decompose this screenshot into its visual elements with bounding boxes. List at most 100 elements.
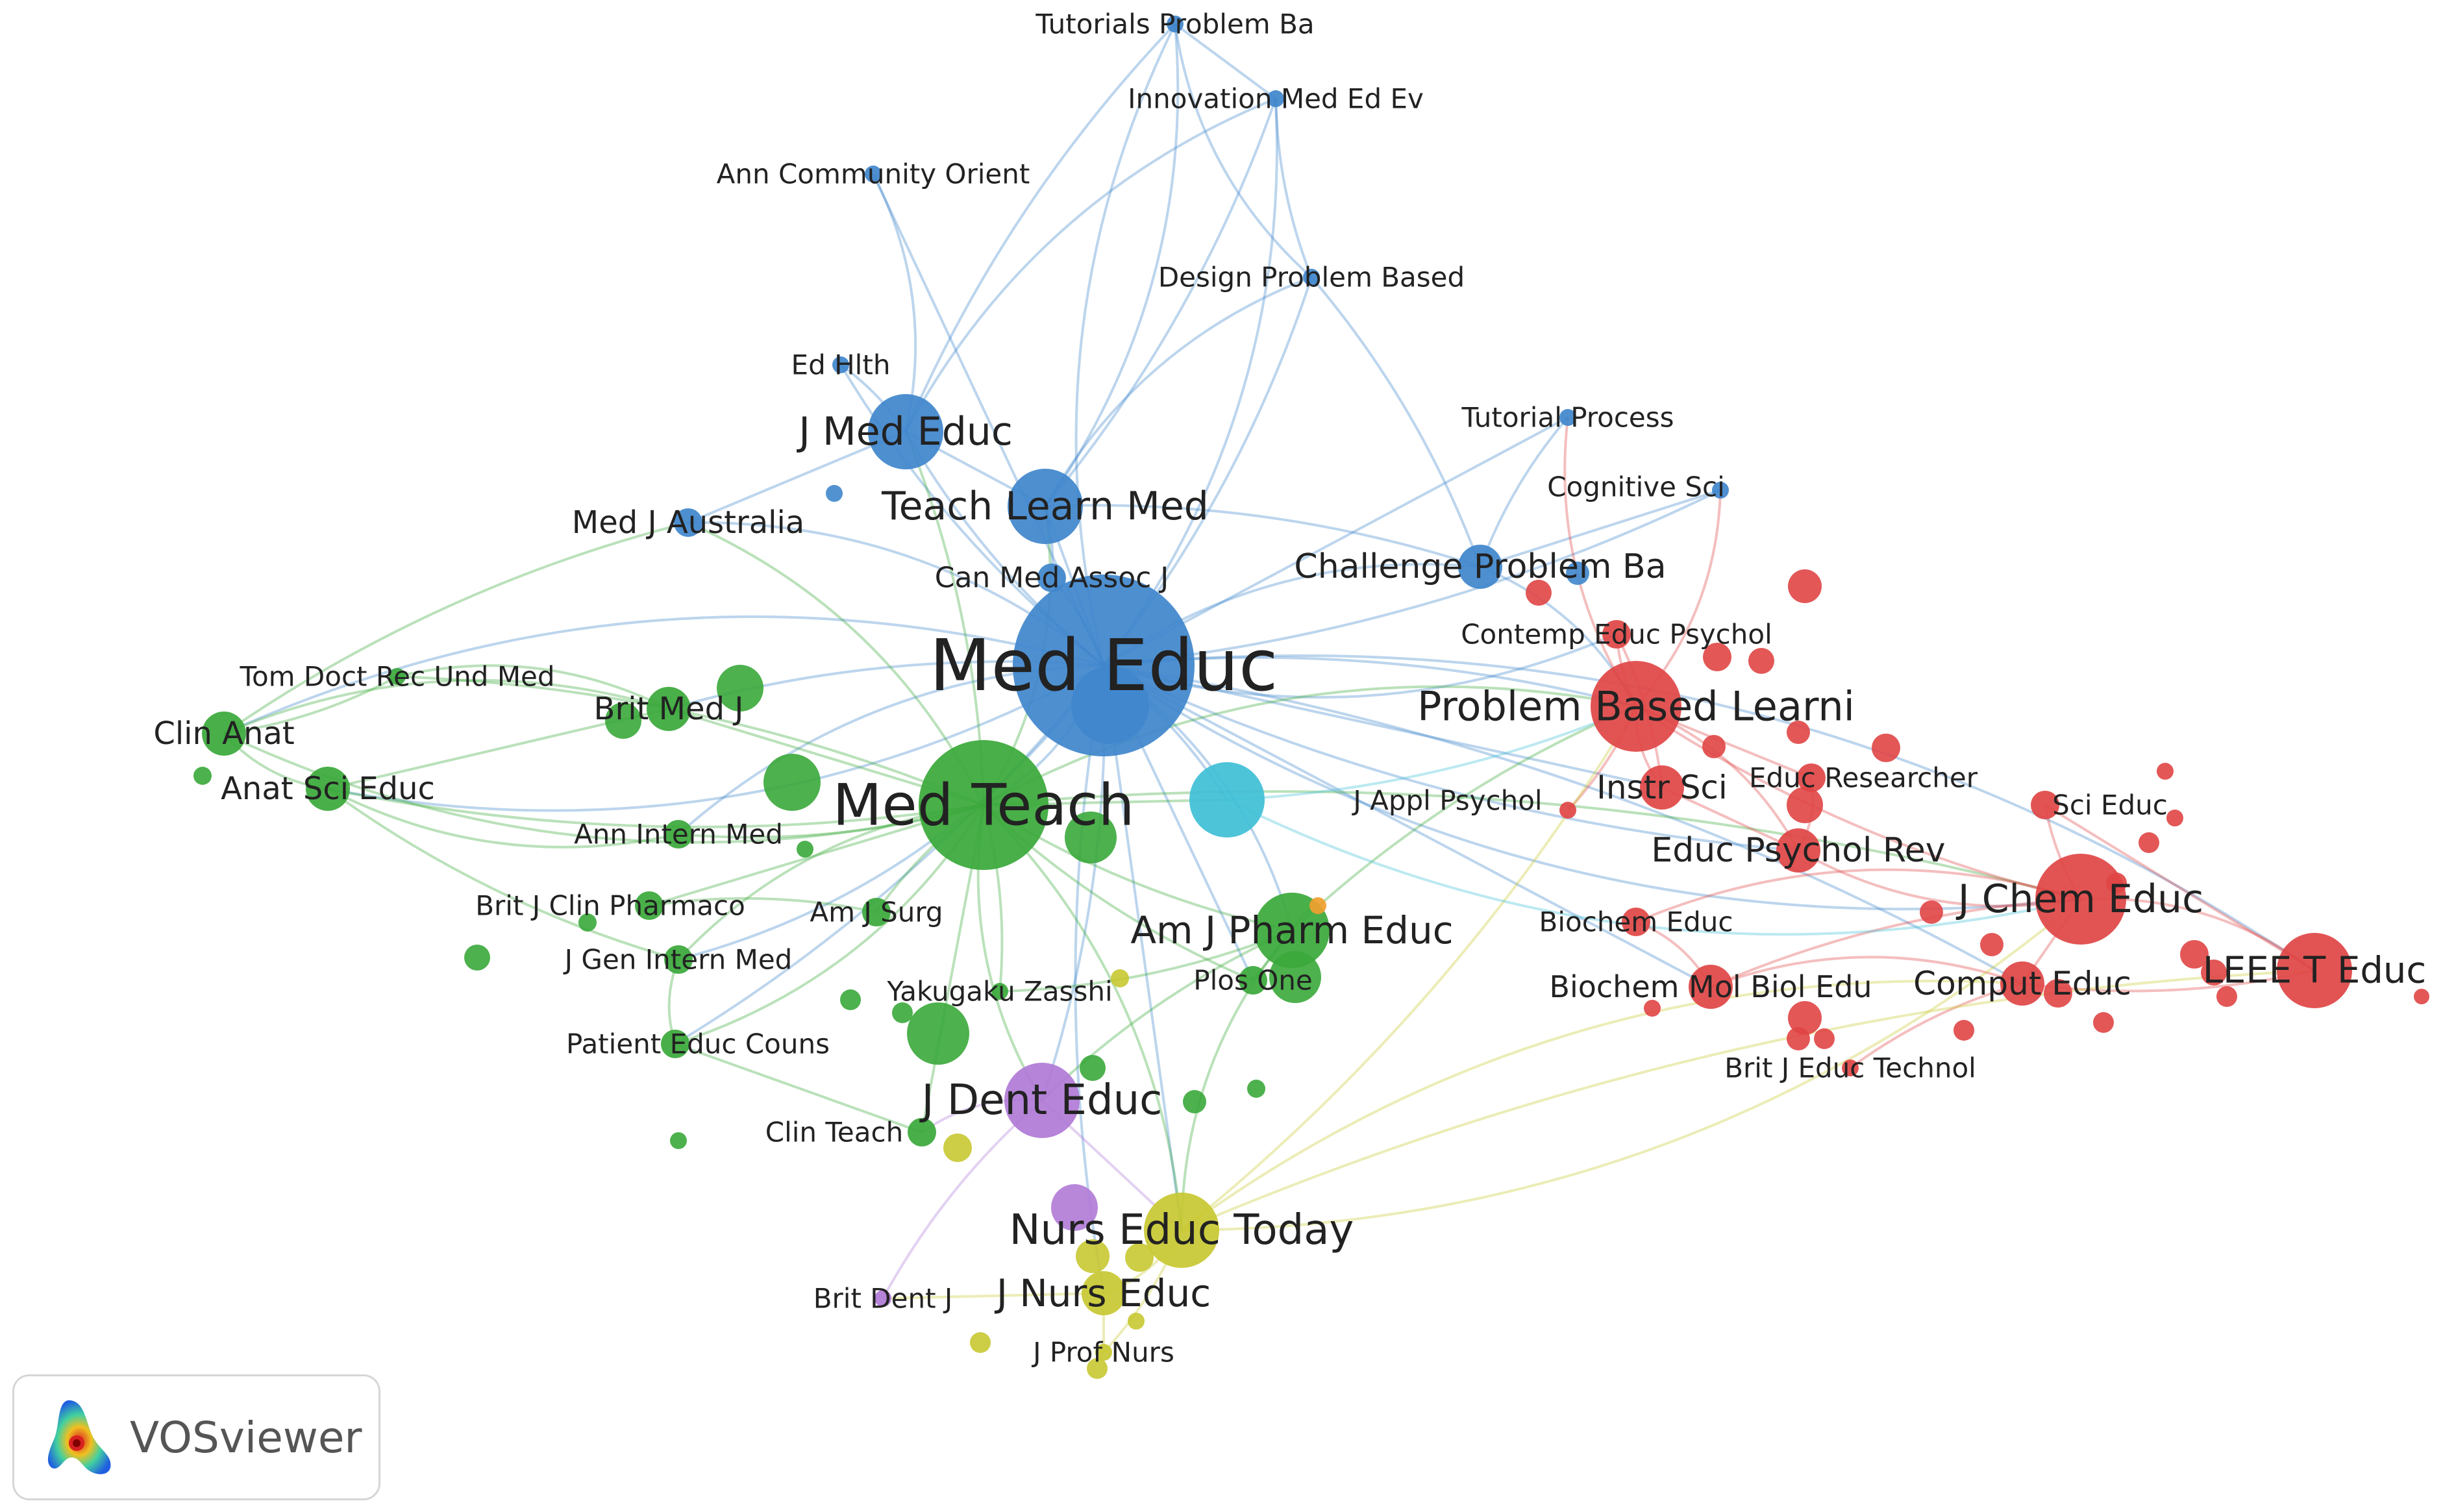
node-brit-med-j[interactable] [647, 687, 691, 731]
node-minor-22[interactable] [1644, 1000, 1661, 1017]
node-unlabeled-cyan[interactable] [1189, 762, 1265, 837]
node-ann-intern-med[interactable] [664, 820, 693, 849]
node-minor-13[interactable] [2106, 873, 2127, 893]
node-j-dent-educ[interactable] [1004, 1063, 1080, 1138]
node-ann-community-orient[interactable] [865, 166, 882, 182]
node-minor-37[interactable] [1183, 1090, 1206, 1113]
node-minor-0[interactable] [1526, 580, 1552, 606]
node-minor-29[interactable] [464, 945, 490, 971]
node-minor-7[interactable] [1787, 787, 1823, 823]
node-minor-17[interactable] [2414, 989, 2429, 1004]
node-minor-48[interactable] [1051, 1184, 1098, 1231]
node-minor-3[interactable] [1748, 648, 1774, 674]
node-clin-teach[interactable] [908, 1118, 936, 1146]
node-med-teach[interactable] [919, 740, 1048, 870]
node-minor-50[interactable] [826, 485, 843, 502]
node-j-med-educ[interactable] [868, 394, 943, 469]
node-educ-researcher[interactable] [1797, 763, 1826, 792]
node-minor-6[interactable] [1702, 735, 1726, 758]
node-minor-1[interactable] [1788, 569, 1822, 603]
node-brit-dent-j[interactable] [874, 1290, 891, 1307]
node-patient-educ-couns[interactable] [661, 1030, 689, 1058]
node-minor-4[interactable] [1787, 721, 1810, 744]
node-teach-learn-med[interactable] [1008, 469, 1083, 544]
node-minor-45[interactable] [970, 1332, 991, 1353]
node-minor-12[interactable] [2139, 832, 2159, 853]
node-med-j-australia[interactable] [674, 508, 702, 537]
node-yakugaku-zasshi[interactable] [991, 983, 1008, 1000]
node-minor-18[interactable] [2093, 1012, 2114, 1033]
node-nurs-educ-today[interactable] [1144, 1193, 1219, 1268]
node-minor-26[interactable] [763, 754, 821, 811]
node-clin-anat[interactable] [202, 712, 246, 756]
node-minor-49[interactable] [1566, 562, 1589, 585]
node-brit-j-clin-pharmaco[interactable] [635, 891, 663, 920]
node-minor-35[interactable] [907, 1002, 969, 1065]
node-tutorial-process[interactable] [1559, 409, 1576, 426]
node-minor-27[interactable] [1065, 812, 1117, 863]
node-minor-32[interactable] [797, 841, 813, 858]
node-minor-41[interactable] [1111, 969, 1129, 987]
node-minor-39[interactable] [670, 1132, 687, 1149]
node-unlabeled-orange[interactable] [1309, 897, 1326, 914]
node-minor-20[interactable] [1788, 1001, 1822, 1035]
node-minor-51[interactable] [1071, 666, 1149, 744]
node-minor-10[interactable] [2157, 763, 2174, 780]
node-minor-36[interactable] [1080, 1055, 1106, 1081]
node-minor-30[interactable] [193, 767, 212, 785]
node-minor-5[interactable] [1872, 734, 1900, 762]
node-minor-11[interactable] [2166, 810, 2183, 826]
node-minor-28[interactable] [1269, 951, 1321, 1003]
node-tom-doct-rec-und-med[interactable] [389, 668, 406, 685]
node-contemp-educ-psychol[interactable] [1602, 620, 1631, 649]
node-minor-31[interactable] [578, 913, 597, 932]
node-plos-one[interactable] [1239, 966, 1267, 995]
node-am-j-pharm-educ[interactable] [1254, 893, 1330, 968]
node-j-gen-intern-med[interactable] [664, 945, 693, 974]
node-minor-8[interactable] [1980, 933, 2003, 956]
node-brit-j-educ-technol[interactable] [1842, 1060, 1859, 1076]
node-minor-25[interactable] [605, 702, 641, 739]
node-ed-hlth[interactable] [832, 356, 849, 373]
node-minor-38[interactable] [1247, 1080, 1265, 1098]
node-minor-23[interactable] [1953, 1020, 1974, 1041]
node-comput-educ[interactable] [2000, 961, 2044, 1006]
node-cognitive-sci[interactable] [1712, 482, 1729, 499]
node-minor-15[interactable] [2201, 960, 2227, 985]
node-am-j-surg[interactable] [862, 898, 891, 926]
node-innovation-med-ed-ev[interactable] [1267, 90, 1284, 107]
node-minor-33[interactable] [840, 989, 861, 1010]
node-problem-based-learni[interactable] [1591, 661, 1681, 752]
node-minor-24[interactable] [1814, 1028, 1835, 1049]
node-minor-47[interactable] [1087, 1358, 1108, 1379]
node-biochem-educ[interactable] [1622, 908, 1650, 936]
node-minor-14[interactable] [2180, 940, 2209, 969]
node-biochem-mol-biol-edu[interactable] [1689, 965, 1733, 1009]
node-minor-43[interactable] [1076, 1239, 1110, 1273]
node-minor-44[interactable] [1125, 1243, 1154, 1272]
node-tutorials-problem-ba[interactable] [1167, 16, 1184, 32]
node-anat-sci-educ[interactable] [306, 767, 350, 811]
node-minor-19[interactable] [2044, 979, 2072, 1008]
node-design-problem-based[interactable] [1303, 269, 1320, 286]
node-minor-40[interactable] [717, 665, 763, 712]
node-minor-9[interactable] [1920, 900, 1943, 924]
node-educ-psychol-rev[interactable] [1776, 828, 1820, 873]
node-minor-2[interactable] [1703, 643, 1731, 671]
node-j-prof-nurs[interactable] [1095, 1344, 1112, 1361]
link-challenge-problem-ba-design-problem-based [1310, 276, 1482, 567]
node-sci-educ[interactable] [2031, 791, 2059, 819]
node-challenge-problem-ba[interactable] [1458, 545, 1502, 589]
node-minor-34[interactable] [892, 1002, 913, 1023]
node-minor-16[interactable] [2216, 986, 2237, 1007]
node-j-nurs-educ[interactable] [1082, 1271, 1126, 1315]
node-med-educ[interactable] [1013, 575, 1195, 756]
node-can-med-assoc-j[interactable] [1037, 564, 1066, 592]
node-j-chem-educ[interactable] [2035, 854, 2126, 945]
node-minor-42[interactable] [943, 1134, 972, 1162]
node-leee-t-educ[interactable] [2277, 933, 2352, 1008]
node-j-appl-psychol[interactable] [1559, 802, 1576, 819]
node-minor-21[interactable] [1787, 1027, 1810, 1050]
node-minor-46[interactable] [1128, 1313, 1145, 1330]
node-instr-sci[interactable] [1640, 765, 1684, 810]
